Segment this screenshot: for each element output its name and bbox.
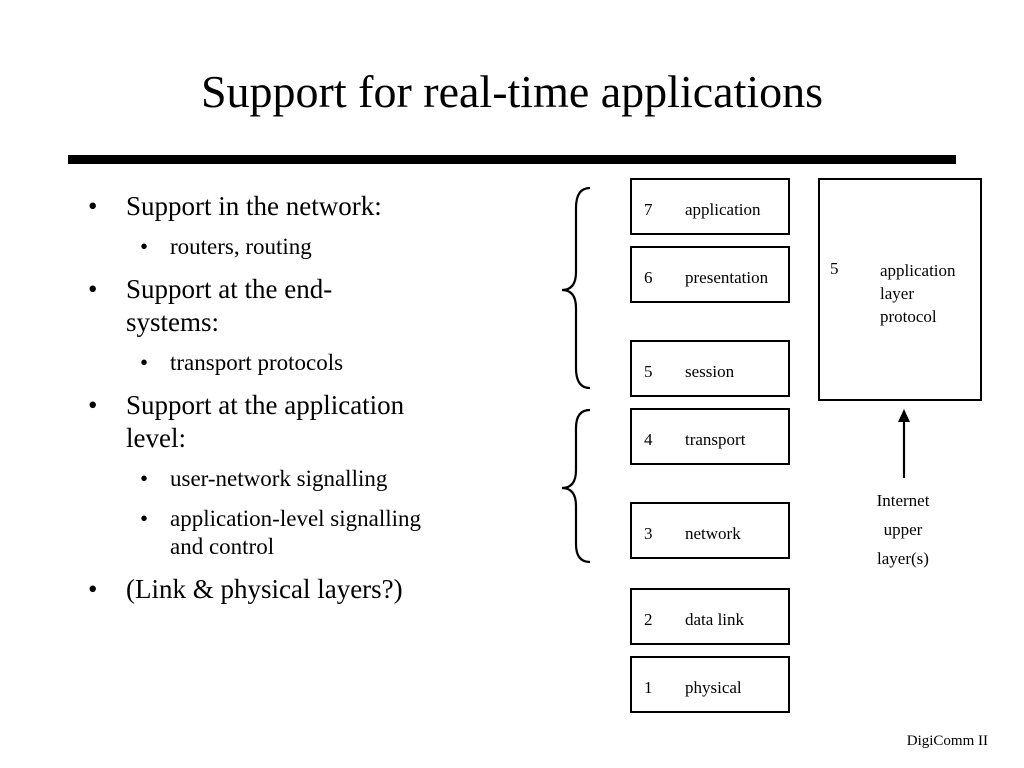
- sub-bullet-app-signalling: application-level signalling and control: [140, 505, 508, 561]
- sub-bullet-text: application-level signalling: [170, 506, 422, 531]
- app-protocol-label: application layer protocol: [880, 259, 956, 328]
- app-protocol-line: protocol: [880, 307, 937, 326]
- layer-number: 5: [644, 362, 653, 381]
- slide-title: Support for real-time applications: [200, 66, 824, 117]
- layer-name: network: [685, 524, 741, 543]
- layer-number: 3: [644, 524, 653, 543]
- title-divider: [68, 155, 956, 164]
- internet-upper-layers-label: Internet upper layer(s): [842, 486, 964, 573]
- layer-number: 2: [644, 610, 653, 629]
- layer-name: presentation: [685, 268, 769, 287]
- osi-layer-presentation: 6 presentation: [630, 246, 790, 303]
- up-arrow-icon: [898, 409, 910, 422]
- layer-name: data link: [685, 610, 745, 629]
- bullet-network: Support in the network:: [88, 190, 508, 223]
- bullet-text: Support at the end-: [126, 274, 333, 304]
- osi-layer-physical: 1 physical: [630, 656, 790, 713]
- sub-bullet-user-network: user-network signalling: [140, 465, 508, 493]
- layer-number: 7: [644, 200, 653, 219]
- sub-bullet-text: and control: [170, 534, 275, 559]
- bullet-text: Support in the network:: [126, 191, 382, 221]
- osi-layer-session: 5 session: [630, 340, 790, 397]
- sub-bullet-text: transport protocols: [170, 350, 344, 375]
- bullet-end-systems: Support at the end- systems:: [88, 273, 508, 339]
- bullet-text: (Link & physical layers?): [126, 574, 403, 604]
- sub-bullet-text: user-network signalling: [170, 466, 388, 491]
- transport-network-brace: [561, 408, 591, 564]
- bullet-link-physical: (Link & physical layers?): [88, 573, 508, 606]
- osi-layer-transport: 4 transport: [630, 408, 790, 465]
- app-protocol-line: application: [880, 261, 956, 280]
- layer-number: 6: [644, 268, 653, 287]
- internet-label-line: Internet: [876, 491, 930, 510]
- app-protocol-number: 5: [830, 259, 839, 278]
- internet-label-line: layer(s): [877, 549, 929, 568]
- sub-bullet-routers: routers, routing: [140, 233, 508, 261]
- osi-layer-application: 7 application: [630, 178, 790, 235]
- layer-name: transport: [685, 430, 746, 449]
- internet-label-line: upper: [883, 520, 923, 539]
- layer-name: physical: [685, 678, 742, 697]
- application-layer-protocol-box: 5 application layer protocol: [818, 178, 982, 401]
- bullet-text: Support at the application: [126, 390, 405, 420]
- bullet-list: Support in the network: routers, routing…: [88, 190, 508, 616]
- slide-footer: DigiComm II: [906, 733, 988, 749]
- sub-bullet-text: routers, routing: [170, 234, 312, 259]
- layer-name: application: [685, 200, 761, 219]
- sub-bullet-transport: transport protocols: [140, 349, 508, 377]
- upper-layers-brace: [561, 186, 591, 390]
- layer-number: 1: [644, 678, 653, 697]
- layer-name: session: [685, 362, 735, 381]
- osi-layer-network: 3 network: [630, 502, 790, 559]
- bullet-application-level: Support at the application level:: [88, 389, 508, 455]
- bullet-text: level:: [126, 423, 186, 453]
- osi-layer-data-link: 2 data link: [630, 588, 790, 645]
- bullet-text: systems:: [126, 307, 220, 337]
- layer-number: 4: [644, 430, 653, 449]
- app-protocol-line: layer: [880, 284, 914, 303]
